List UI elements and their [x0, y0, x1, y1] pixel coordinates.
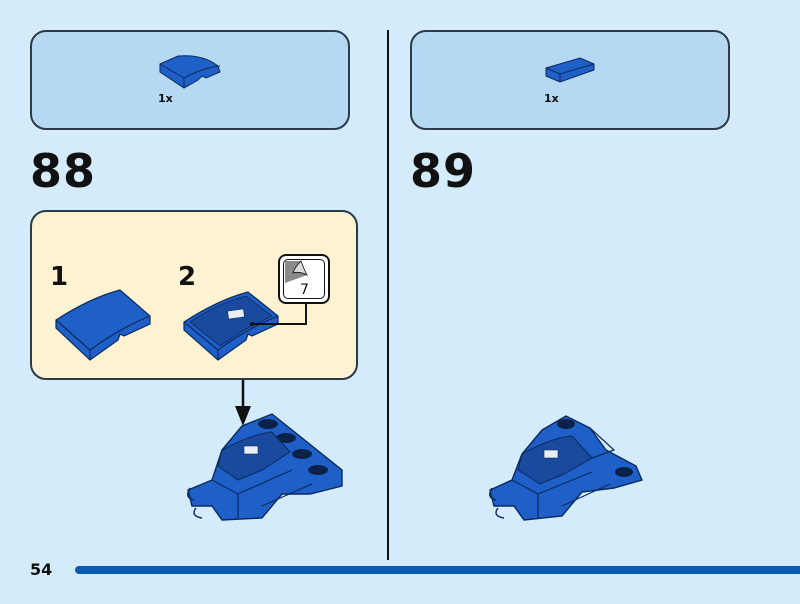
sub-assembly-callout: 1 2 7: [30, 210, 358, 380]
parts-callout-step-89: 1x: [410, 30, 730, 130]
part-quantity: 1x: [544, 92, 559, 105]
parts-callout-step-88: 1x: [30, 30, 350, 130]
sticker-number: 7: [300, 282, 309, 298]
stickered-slope-brick-illustration: [183, 291, 279, 361]
tile-part-icon: [545, 57, 595, 83]
down-arrow-icon: [235, 380, 251, 426]
page-number: 54: [30, 560, 53, 579]
sub-step-number: 2: [178, 262, 197, 292]
sticker-callout: 7: [278, 254, 330, 304]
sub-step-number: 1: [50, 262, 69, 292]
page-progress-bar: [75, 566, 800, 574]
step-number: 88: [30, 144, 97, 198]
model-assembly-step-88: [187, 413, 343, 521]
curved-slope-part-icon: [159, 55, 221, 89]
model-assembly-step-89: [489, 415, 643, 521]
curved-slope-brick-illustration: [55, 289, 151, 361]
sticker-icon: [285, 260, 308, 283]
sticker-leader-line: [252, 302, 307, 325]
page-divider: [387, 30, 389, 560]
step-number: 89: [410, 144, 477, 198]
part-quantity: 1x: [158, 92, 173, 105]
